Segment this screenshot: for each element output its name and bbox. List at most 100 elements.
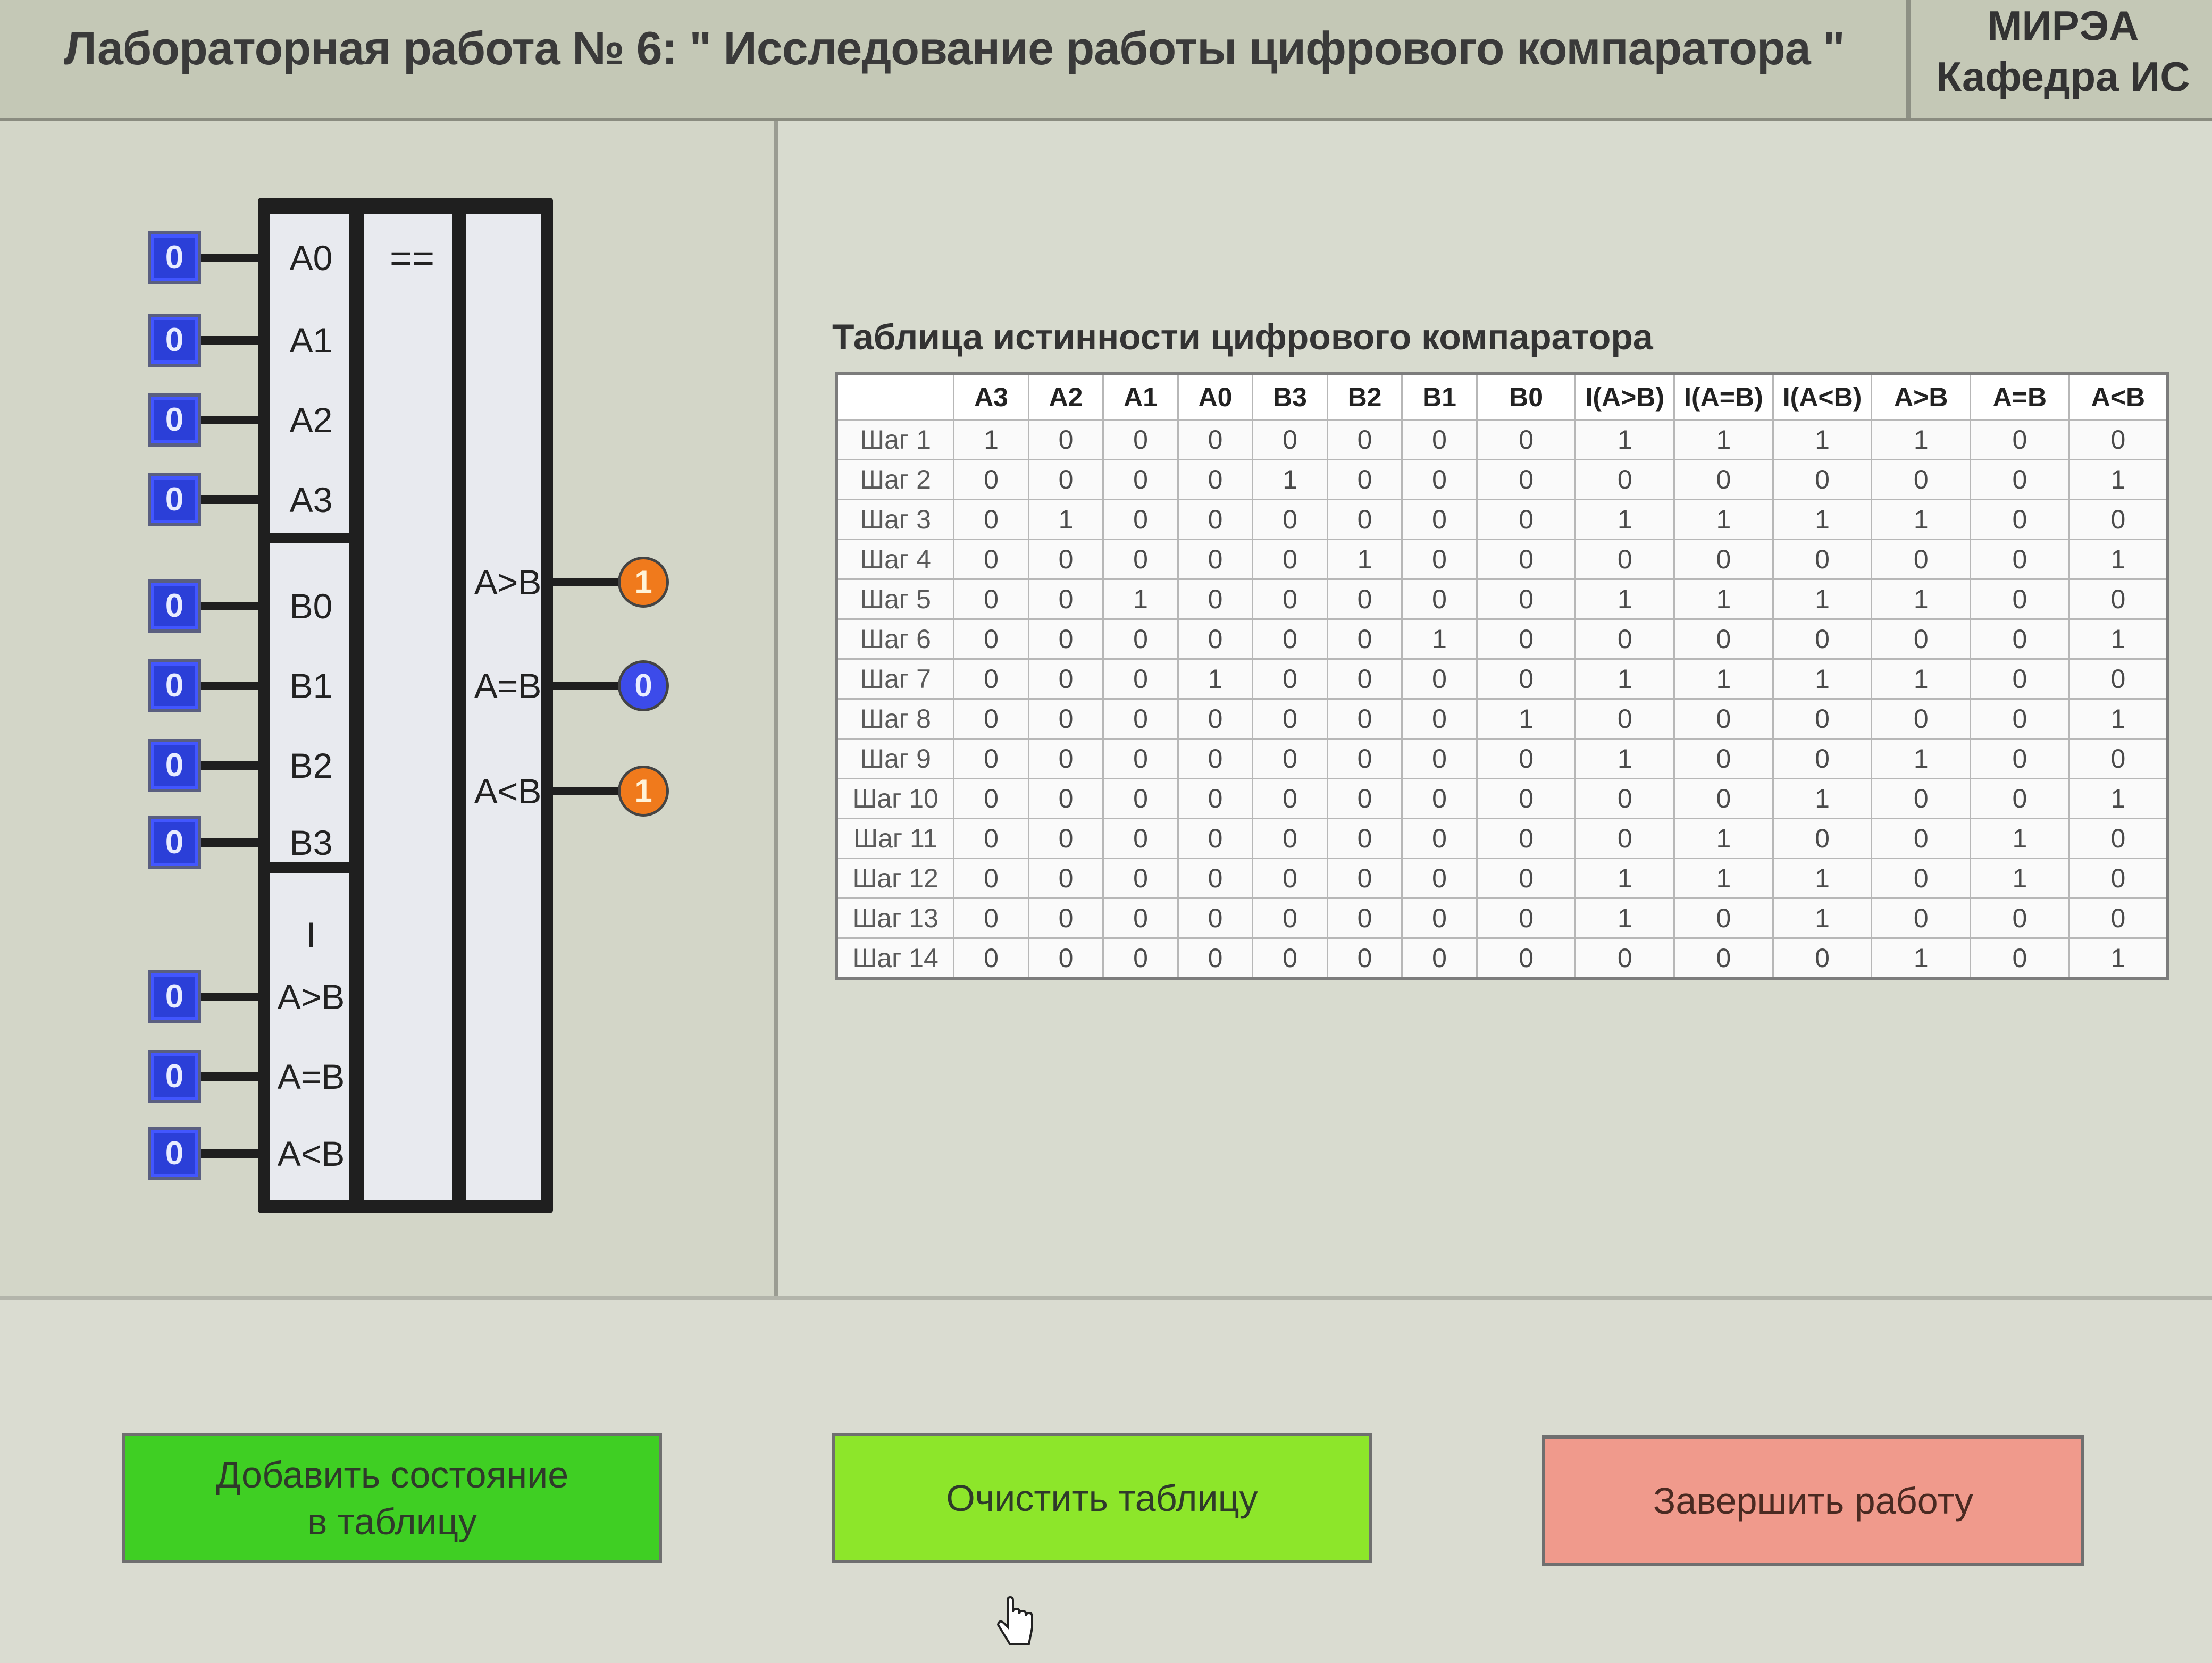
table-cell: 0 (1102, 499, 1179, 540)
table-cell: 1 (1871, 937, 1972, 980)
table-cell: 0 (1970, 897, 2070, 939)
table-cell: 0 (1177, 499, 1254, 540)
table-cell: 0 (1252, 658, 1328, 700)
table-cell: 0 (1476, 539, 1577, 580)
table-cell: 0 (1673, 778, 1774, 819)
chip-function-column (364, 214, 452, 1200)
table-cell: 1 (1252, 459, 1328, 500)
table-cell: 0 (1673, 897, 1774, 939)
chip-function-label: == (389, 237, 435, 280)
column-header: I(A<B) (1772, 373, 1873, 421)
input-toggle-b0[interactable]: 0 (148, 579, 201, 633)
input-pin-label: A0 (289, 238, 333, 278)
input-toggle-b1[interactable]: 0 (148, 659, 201, 712)
input-toggle-a2[interactable]: 0 (148, 393, 201, 447)
table-cell: 0 (1027, 858, 1104, 899)
step-label-cell: Шаг 8 (835, 698, 955, 740)
input-toggle-a1[interactable]: 0 (148, 314, 201, 367)
clear-table-button[interactable]: Очистить таблицу (832, 1433, 1372, 1563)
table-cell: 0 (1476, 618, 1577, 660)
input-toggle-aeqb[interactable]: 0 (148, 1050, 201, 1103)
add-state-button[interactable]: Добавить состояние в таблицу (122, 1433, 662, 1563)
table-cell: 0 (1102, 419, 1179, 460)
input-toggle-a0[interactable]: 0 (148, 231, 201, 284)
input-toggle-b3[interactable]: 0 (148, 816, 201, 869)
input-toggle-agtb[interactable]: 0 (148, 970, 201, 1023)
table-cell: 0 (1970, 618, 2070, 660)
table-cell: 1 (1871, 658, 1972, 700)
table-cell: 0 (953, 618, 1029, 660)
input-toggle-altb[interactable]: 0 (148, 1127, 201, 1180)
input-wire (197, 1149, 266, 1158)
input-pin-label: B0 (289, 586, 333, 626)
org-name: МИРЭА (1987, 2, 2139, 49)
table-cell: 0 (1401, 778, 1478, 819)
table-cell: 0 (1476, 499, 1577, 540)
table-cell: 0 (1252, 858, 1328, 899)
finish-work-button[interactable]: Завершить работу (1542, 1435, 2084, 1566)
table-cell: 0 (1871, 778, 1972, 819)
table-cell: 0 (1177, 897, 1254, 939)
table-cell: 0 (1772, 698, 1873, 740)
output-wire (548, 787, 622, 795)
table-cell: 1 (1772, 419, 1873, 460)
table-cell: 0 (1252, 738, 1328, 779)
table-cell: 0 (1476, 818, 1577, 859)
table-cell: 0 (953, 539, 1029, 580)
column-header: A3 (953, 373, 1029, 421)
chip-i-section (270, 873, 349, 1200)
table-cell: 0 (2068, 578, 2169, 620)
table-cell: 0 (953, 658, 1029, 700)
table-cell: 0 (1476, 858, 1577, 899)
table-cell: 1 (1673, 818, 1774, 859)
table-cell: 0 (1476, 658, 1577, 700)
table-cell: 1 (1871, 499, 1972, 540)
table-cell: 1 (2068, 539, 2169, 580)
table-cell: 0 (1027, 419, 1104, 460)
input-pin-label: A=B (277, 1057, 345, 1096)
table-cell: 0 (1970, 658, 2070, 700)
table-cell: 0 (1102, 818, 1179, 859)
input-wire (197, 761, 266, 770)
table-cell: 0 (1574, 539, 1675, 580)
step-label-cell: Шаг 14 (835, 937, 955, 980)
table-cell: 1 (1476, 698, 1577, 740)
page-title: Лабораторная работа № 6: " Исследование … (64, 22, 1845, 74)
table-cell: 1 (1673, 578, 1774, 620)
table-cell: 0 (1970, 778, 2070, 819)
table-cell: 0 (953, 897, 1029, 939)
input-wire (197, 495, 266, 504)
table-cell: 1 (1027, 499, 1104, 540)
table-cell: 0 (1871, 539, 1972, 580)
table-cell: 0 (1102, 658, 1179, 700)
table-cell: 0 (1970, 738, 2070, 779)
table-cell: 0 (1252, 578, 1328, 620)
table-cell: 0 (1102, 858, 1179, 899)
step-label-cell: Шаг 12 (835, 858, 955, 899)
add-state-label-line2: в таблицу (307, 1500, 477, 1542)
input-toggle-b2[interactable]: 0 (148, 739, 201, 792)
table-cell: 0 (953, 738, 1029, 779)
table-cell: 0 (1673, 539, 1774, 580)
table-cell: 0 (1102, 459, 1179, 500)
input-wire (197, 1072, 266, 1081)
chip-output-column (466, 214, 541, 1200)
table-cell: 1 (1772, 897, 1873, 939)
table-cell: 0 (1102, 897, 1179, 939)
table-cell: 0 (953, 459, 1029, 500)
table-cell: 0 (1177, 618, 1254, 660)
table-cell: 0 (1326, 658, 1403, 700)
column-header: B3 (1252, 373, 1328, 421)
output-pin-label: A=B (474, 666, 542, 705)
table-cell: 1 (1326, 539, 1403, 580)
input-wire (197, 602, 266, 610)
table-cell: 0 (1574, 459, 1675, 500)
table-cell: 0 (1673, 738, 1774, 779)
table-cell: 1 (1574, 658, 1675, 700)
step-label-cell: Шаг 4 (835, 539, 955, 580)
input-toggle-a3[interactable]: 0 (148, 473, 201, 526)
